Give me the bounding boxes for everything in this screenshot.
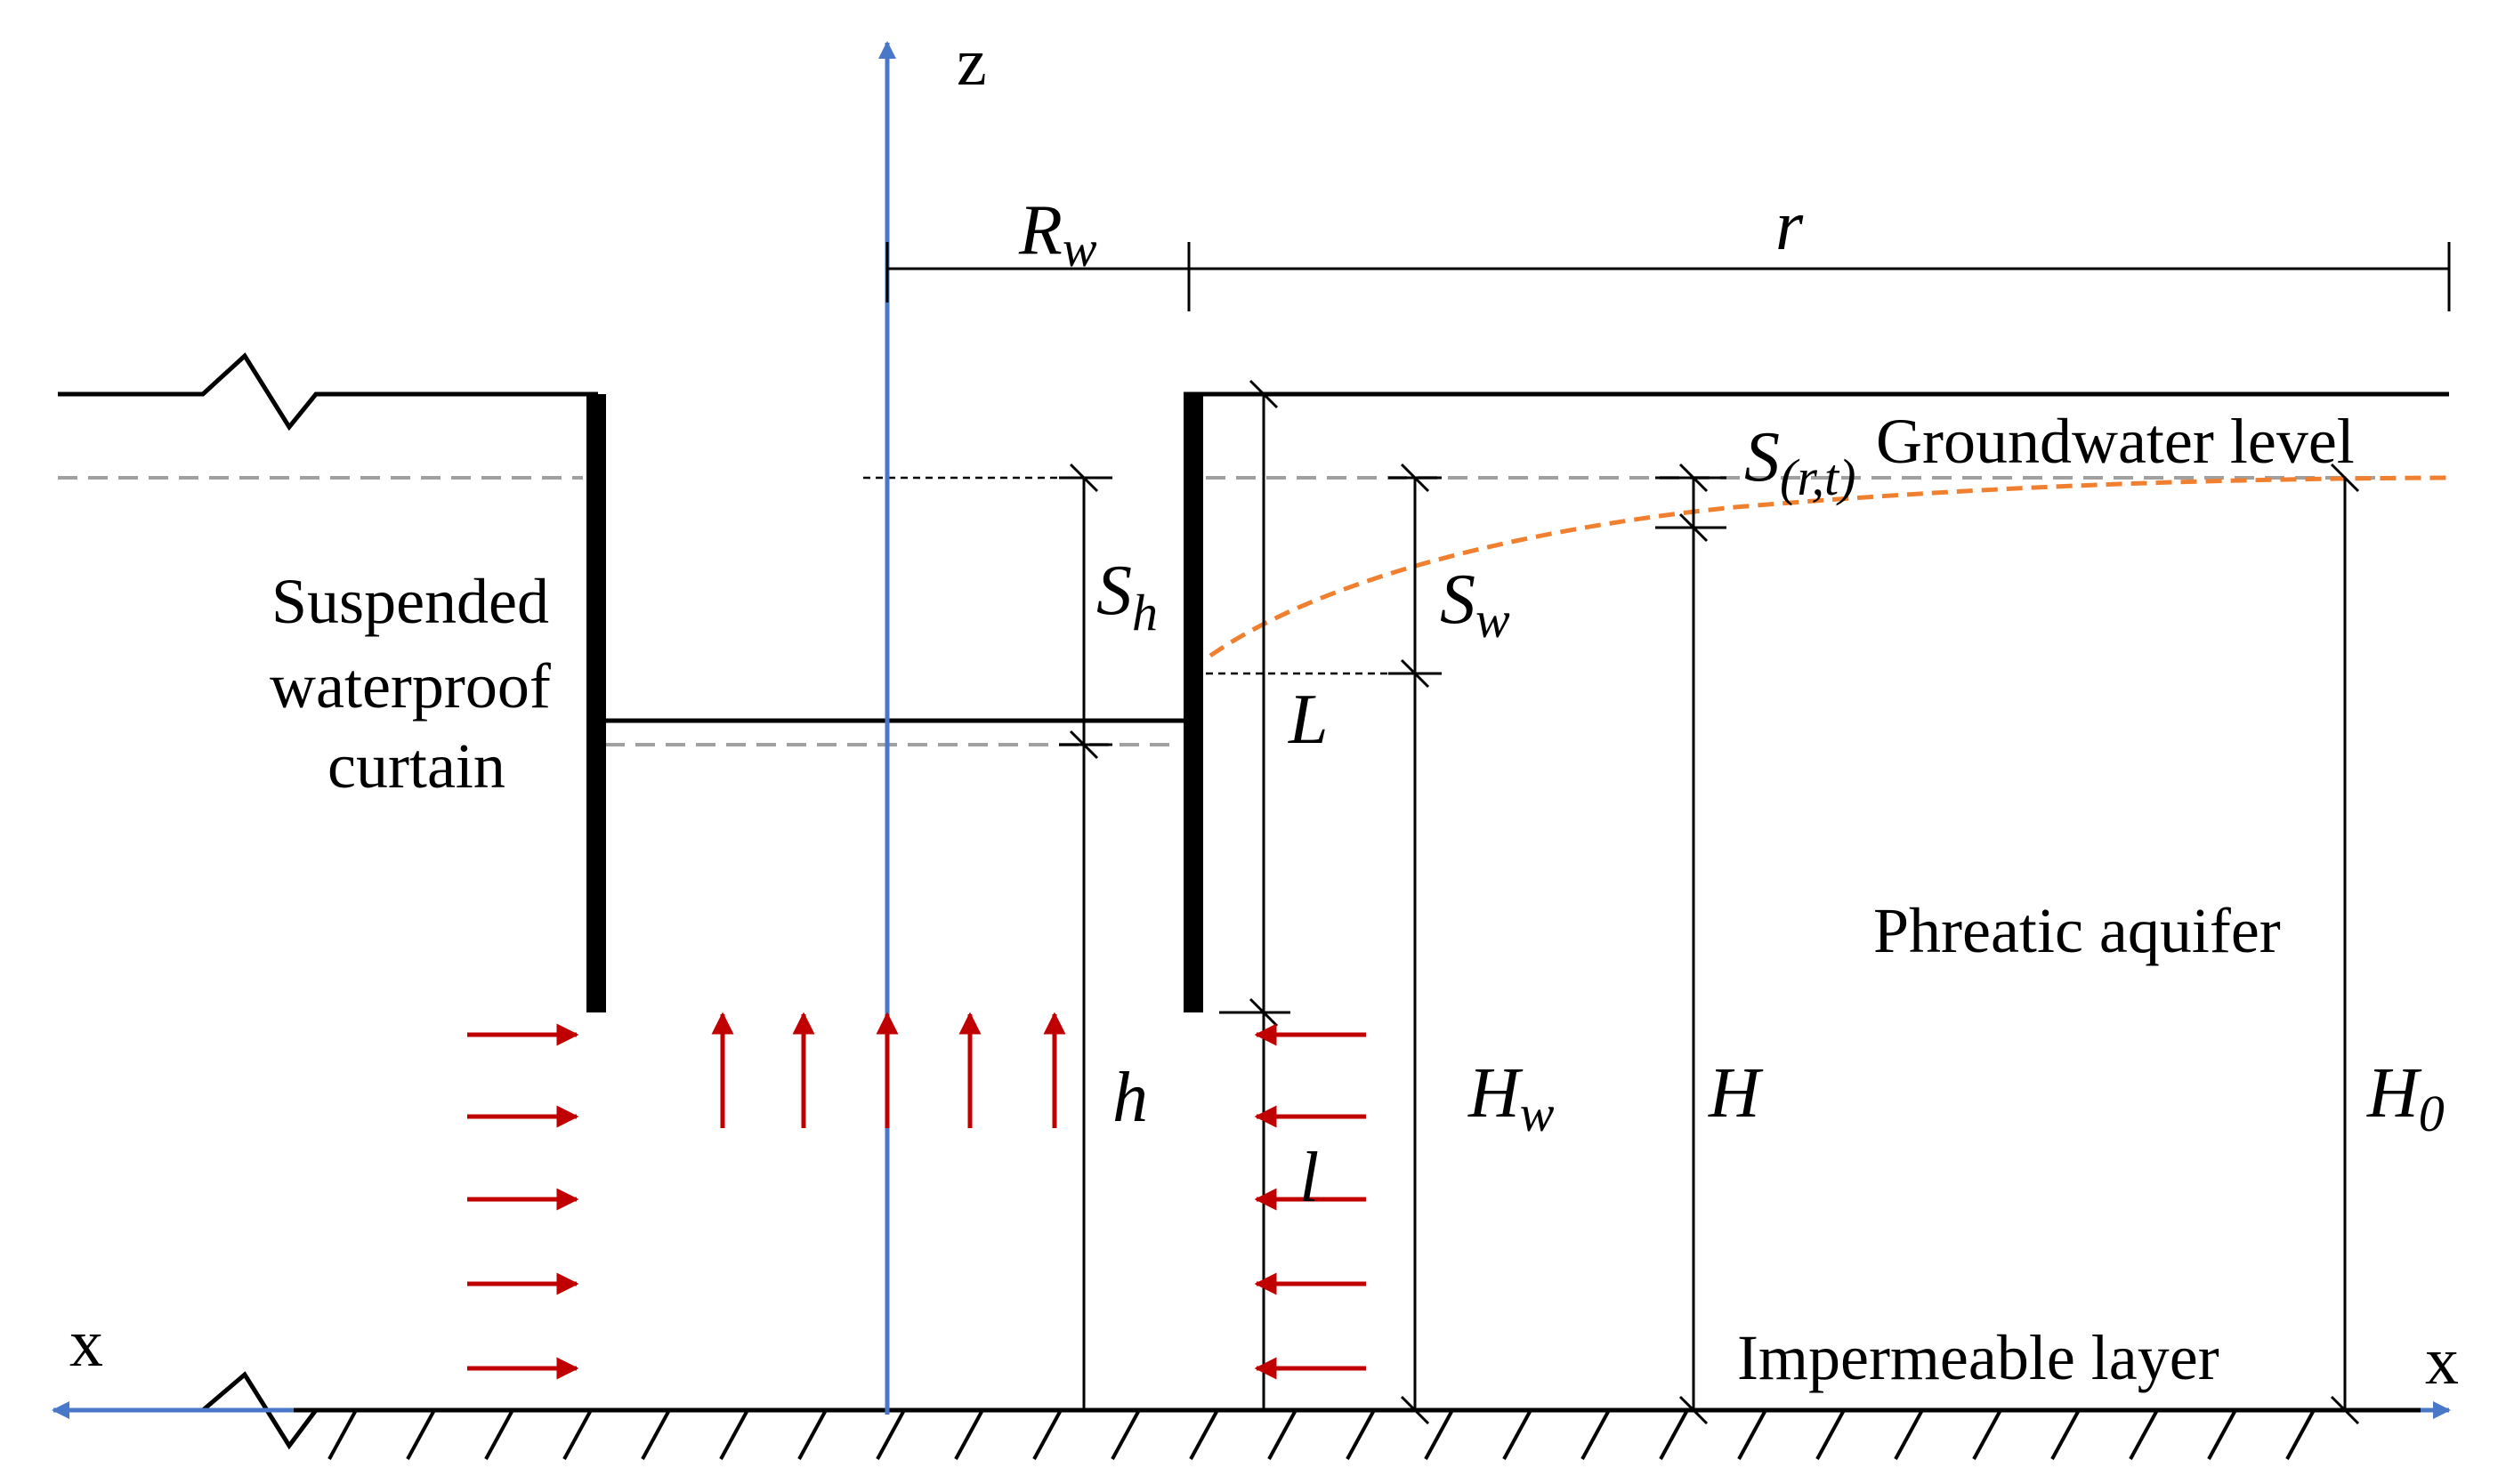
dimension-hw-sw bbox=[1388, 463, 1442, 1425]
curtain-right bbox=[1184, 394, 1203, 1012]
ground-surface-left bbox=[58, 352, 598, 431]
curtain-left bbox=[586, 394, 606, 1012]
label-rw: Rw bbox=[1018, 191, 1097, 278]
dimension-h-srt bbox=[1655, 463, 1726, 1425]
label-curtain-3: curtain bbox=[327, 730, 505, 802]
label-l: l bbox=[1299, 1139, 1319, 1217]
inflow-arrows-left bbox=[467, 1023, 579, 1380]
dimension-l bbox=[1219, 379, 1290, 1410]
label-curtain-1: Suspended bbox=[271, 566, 549, 637]
dimension-h0 bbox=[2330, 463, 2360, 1425]
label-s-rt: S(r,t) bbox=[1744, 418, 1855, 506]
label-sw: Sw bbox=[1440, 561, 1510, 649]
label-groundwater: Groundwater level bbox=[1876, 406, 2355, 477]
label-H: H bbox=[1708, 1054, 1764, 1133]
label-L: L bbox=[1288, 681, 1329, 759]
label-hw: Hw bbox=[1467, 1054, 1555, 1142]
label-sh: Sh bbox=[1096, 552, 1158, 641]
dimension-rw-r bbox=[885, 242, 2451, 311]
inflow-arrows-right bbox=[1254, 1023, 1366, 1380]
label-x-right: x bbox=[2425, 1324, 2459, 1399]
label-r: r bbox=[1775, 187, 1804, 265]
hatching bbox=[327, 1409, 2316, 1460]
label-h0: H0 bbox=[2366, 1054, 2445, 1142]
inflow-arrows-bottom bbox=[711, 1012, 1066, 1128]
label-impermeable: Impermeable layer bbox=[1737, 1322, 2219, 1393]
label-z: z bbox=[957, 25, 987, 100]
label-curtain-2: waterproof bbox=[270, 650, 551, 722]
drawdown-curve bbox=[1209, 475, 2450, 658]
label-phreatic: Phreatic aquifer bbox=[1873, 895, 2281, 966]
dimension-h-sh bbox=[1059, 463, 1112, 1410]
label-x-left: x bbox=[69, 1306, 103, 1381]
label-h: h bbox=[1112, 1059, 1148, 1137]
